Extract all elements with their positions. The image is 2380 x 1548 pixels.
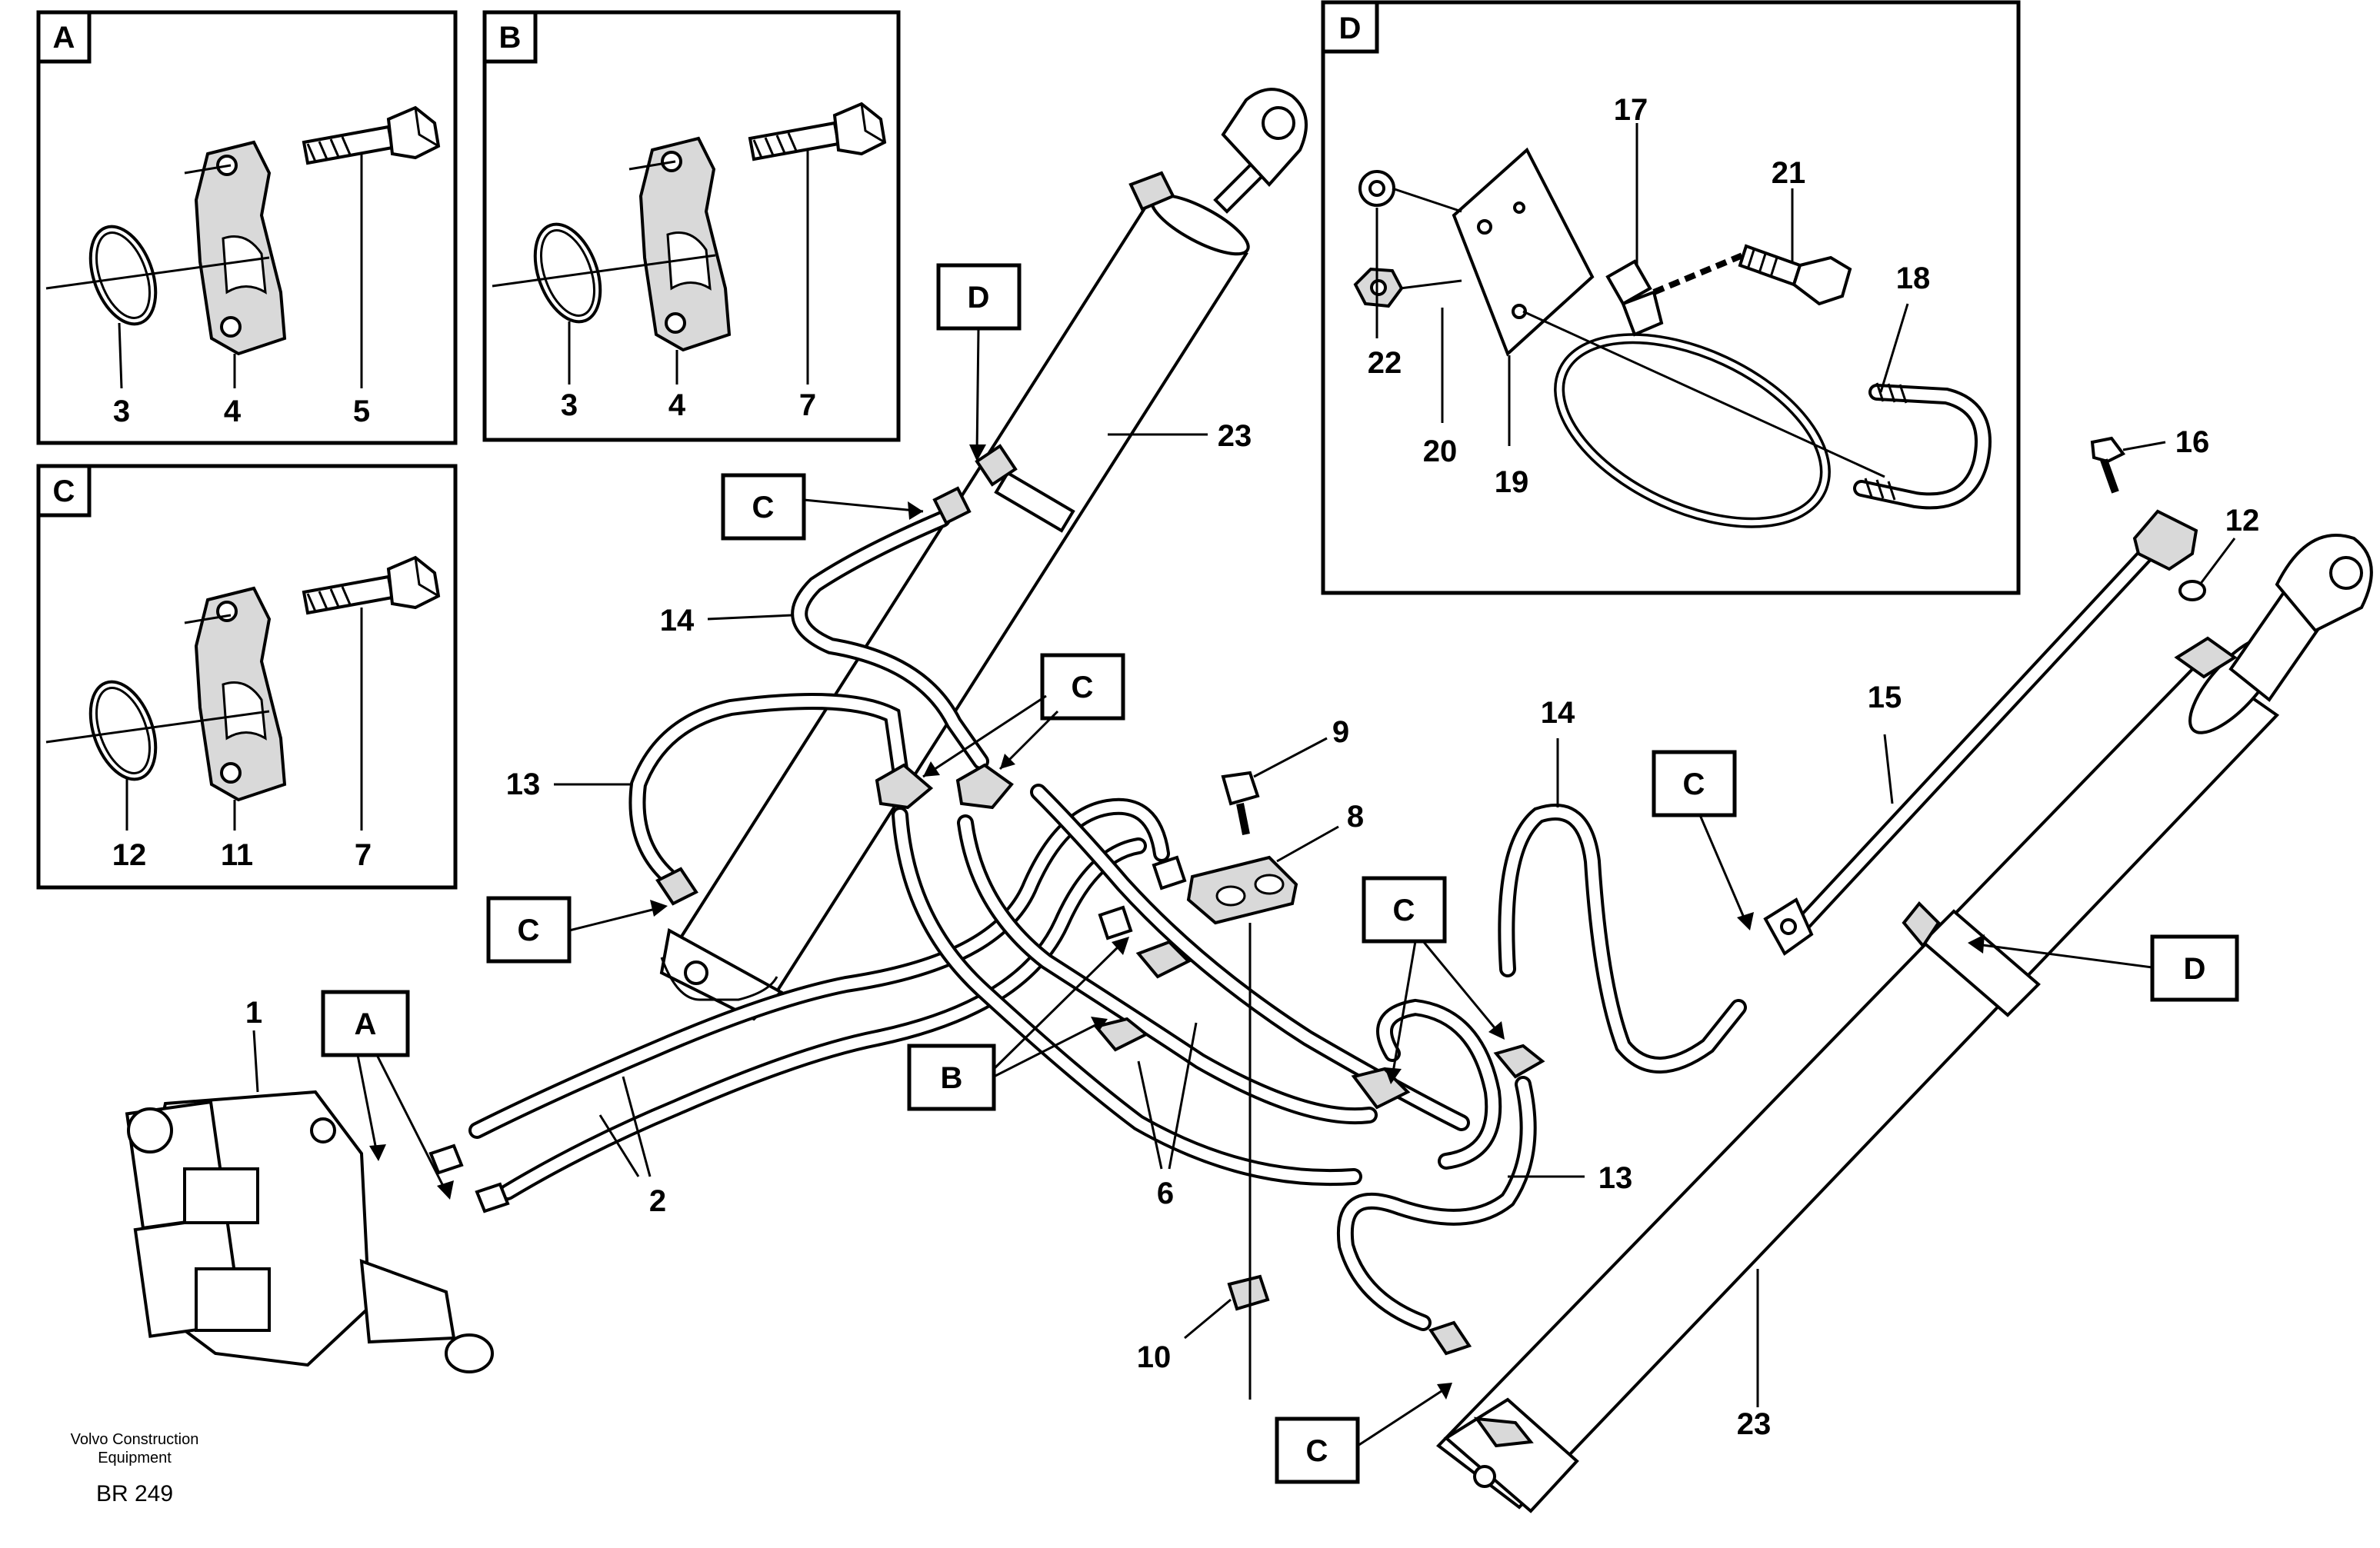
inset-b-tag: B xyxy=(499,21,522,55)
u-bolt-icon xyxy=(1853,382,1992,510)
split-flange-icon xyxy=(194,140,287,356)
part-label-23: 23 xyxy=(1218,419,1252,453)
part-label-12: 12 xyxy=(112,838,147,872)
o-ring-icon xyxy=(533,222,602,324)
part-label-2: 2 xyxy=(649,1184,666,1218)
callout-d-right: D xyxy=(1968,934,2239,1002)
part-label-14: 14 xyxy=(1541,696,1575,730)
part-label-11: 11 xyxy=(221,838,253,872)
inset-b: B 3 4 7 xyxy=(482,10,901,442)
footer-company-line2: Equipment xyxy=(98,1450,172,1466)
inset-d-tag: D xyxy=(1339,12,1362,45)
part-label-23: 23 xyxy=(1737,1407,1772,1441)
svg-text:C: C xyxy=(1683,767,1705,801)
part-label-9: 9 xyxy=(1332,715,1349,749)
o-ring-icon xyxy=(88,225,158,326)
svg-text:D: D xyxy=(2184,952,2206,986)
pipe-clamp-block-icon xyxy=(1186,855,1298,925)
callout-c-left: C xyxy=(486,896,668,964)
svg-text:C: C xyxy=(1072,671,1094,704)
split-flange-icon xyxy=(638,136,732,352)
part-label-5: 5 xyxy=(353,394,370,428)
callout-c-center: C xyxy=(1362,876,1505,1084)
bracket-plate-icon xyxy=(1452,147,1595,357)
bolt-icon xyxy=(2090,436,2126,494)
washer-icon xyxy=(2178,580,2206,601)
callout-c-mid: C xyxy=(922,653,1125,778)
callout-b-main: B xyxy=(907,937,1129,1111)
callout-c-bottom: C xyxy=(1275,1383,1452,1484)
inset-d: D xyxy=(1321,0,2021,595)
part-label-14: 14 xyxy=(660,604,695,638)
svg-text:C: C xyxy=(518,914,540,947)
bolt-icon xyxy=(748,102,887,161)
svg-text:C: C xyxy=(1306,1434,1328,1468)
callout-c-right: C xyxy=(1652,750,1754,930)
inset-c-tag: C xyxy=(53,474,75,508)
part-label-16: 16 xyxy=(2175,425,2210,459)
part-label-6: 6 xyxy=(1157,1177,1174,1210)
callout-c-top: C xyxy=(721,473,924,541)
callout-a-main: A xyxy=(321,990,454,1200)
callout-d-top: D xyxy=(936,263,1022,461)
part-label-4: 4 xyxy=(224,394,242,428)
bolt-icon xyxy=(1221,771,1260,835)
svg-text:C: C xyxy=(1393,894,1415,927)
part-label-13: 13 xyxy=(1598,1161,1633,1195)
clamp-band-icon xyxy=(1554,259,1831,528)
control-valve-icon xyxy=(125,1090,494,1373)
svg-text:B: B xyxy=(941,1061,963,1095)
washer-icon xyxy=(1358,170,1395,207)
hydraulic-cylinder-lower xyxy=(1435,534,2373,1513)
nut-icon xyxy=(1227,1274,1270,1311)
part-label-22: 22 xyxy=(1368,346,1402,380)
part-label-13: 13 xyxy=(506,767,541,801)
svg-text:D: D xyxy=(968,281,990,315)
part-label-1: 1 xyxy=(245,996,262,1030)
part-label-3: 3 xyxy=(113,394,130,428)
inset-c: C 12 11 7 xyxy=(36,464,458,890)
part-label-17: 17 xyxy=(1614,93,1648,127)
hydraulic-cylinder-upper xyxy=(659,88,1308,1021)
part-label-19: 19 xyxy=(1495,465,1529,499)
svg-text:C: C xyxy=(752,491,775,524)
part-label-20: 20 xyxy=(1423,434,1458,468)
nut-icon xyxy=(1353,267,1404,308)
part-label-8: 8 xyxy=(1347,800,1364,834)
part-label-15: 15 xyxy=(1868,681,1902,714)
inset-a: A 3 4 5 xyxy=(36,10,458,445)
part-label-21: 21 xyxy=(1772,156,1806,190)
bolt-icon xyxy=(302,105,441,165)
split-flange-icon xyxy=(194,586,287,802)
part-label-4: 4 xyxy=(668,388,686,422)
rigid-pipe xyxy=(1763,509,2198,956)
part-label-7: 7 xyxy=(799,388,816,422)
bolt-icon xyxy=(302,555,441,615)
part-label-3: 3 xyxy=(561,388,578,422)
part-label-7: 7 xyxy=(355,838,372,872)
bolt-icon xyxy=(1738,244,1852,306)
svg-text:A: A xyxy=(355,1007,377,1041)
part-label-10: 10 xyxy=(1137,1340,1172,1374)
part-label-18: 18 xyxy=(1896,261,1931,295)
footer-drawing-code: BR 249 xyxy=(96,1481,173,1506)
part-label-12: 12 xyxy=(2225,504,2260,538)
inset-a-tag: A xyxy=(53,21,75,55)
footer-company-line1: Volvo Construction xyxy=(71,1431,199,1448)
